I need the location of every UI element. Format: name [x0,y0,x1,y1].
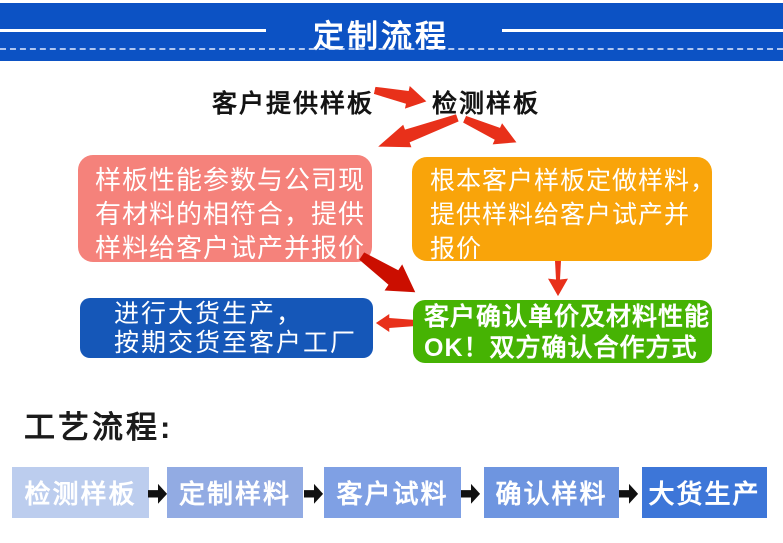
banner: 定制流程 [0,3,783,61]
box-text-line: 报价 [430,235,483,263]
arrow-down-icon [546,261,570,298]
flow-step-customer-sample: 客户提供样板 [212,90,375,118]
box-text-line: 样板性能参数与公司现 [95,165,366,195]
box-mass-production: 进行大货生产， 按期交货至客户工厂 [80,298,373,358]
process-step-mass-production: 大货生产 [642,467,767,518]
box-text-line: 提供样料给客户试产并 [430,201,691,229]
box-text-line: OK！双方确认合作方式 [424,334,698,362]
box-text-line: 样料给客户试产并报价 [95,233,366,263]
box-text-line: 进行大货生产， [114,300,304,328]
box-text-line: 客户确认单价及材料性能 [424,303,711,331]
process-step-custom-material: 定制样料 [167,467,303,518]
arrow-down-left-icon [372,105,462,160]
process-step-test-sample: 检测样板 [12,467,149,518]
flow-step-test-sample: 检测样板 [432,90,541,118]
arrow-down-right-thick-icon [352,242,426,308]
arrow-right-icon [372,78,430,115]
arrow-right-black-icon [461,482,481,505]
arrow-down-right-icon [459,107,523,154]
arrow-right-black-icon [148,482,168,505]
arrow-left-icon [374,313,416,333]
box-confirm-cooperation: 客户确认单价及材料性能 OK！双方确认合作方式 [413,300,712,363]
process-heading: 工艺流程: [24,410,174,445]
box-sample-match: 样板性能参数与公司现 有材料的相符合，提供 样料给客户试产并报价 [78,155,372,263]
banner-rule-right [502,29,783,32]
banner-rule-left [0,29,266,32]
banner-dashed-rule [0,48,783,50]
arrow-right-black-icon [619,482,639,505]
box-text-line: 按期交货至客户工厂 [114,329,358,357]
arrow-right-black-icon [304,482,324,505]
box-custom-sample: 根本客户样板定做样料， 提供样料给客户试产并 报价 [412,157,717,263]
box-text-line: 根本客户样板定做样料， [430,167,717,195]
box-text-line: 有材料的相符合，提供 [95,199,366,229]
process-step-confirm-material: 确认样料 [484,467,619,518]
process-step-customer-trial: 客户试料 [324,467,461,518]
